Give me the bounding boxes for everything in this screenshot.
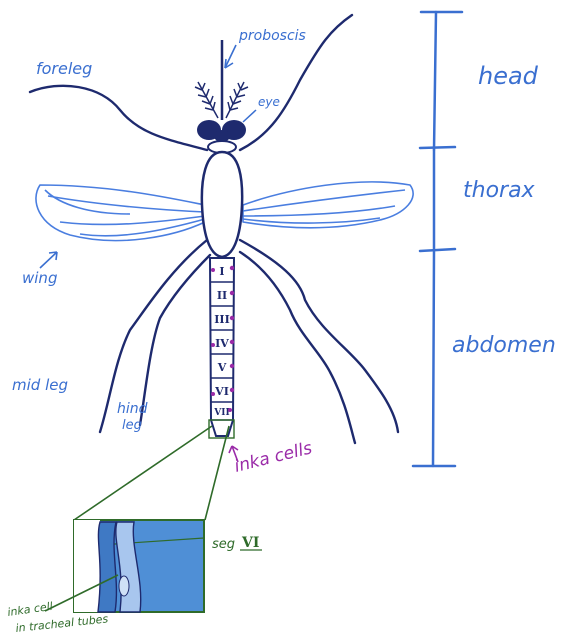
label-mid-leg: mid leg	[12, 376, 68, 394]
thorax	[202, 152, 242, 257]
label-inka-cells: inka cells	[232, 438, 314, 477]
bracket-head-line	[434, 12, 436, 150]
wing-right	[243, 182, 413, 228]
segment-label-4: IV	[215, 337, 229, 350]
abdomen: I II III IV V VI VII	[210, 258, 234, 436]
label-seg-number: VI	[241, 535, 259, 551]
segment-label-1: I	[219, 265, 224, 278]
tracheal-tube-1	[98, 522, 116, 612]
callout-lines	[74, 426, 229, 520]
bracket-head-thorax-tick	[420, 147, 455, 148]
inset-callout	[74, 420, 234, 612]
bracket-thorax-abdomen-tick	[420, 249, 455, 251]
antenna-left	[195, 82, 218, 118]
mid-leg-right	[240, 240, 398, 432]
label-wing: wing	[22, 269, 57, 287]
segment-label-7: VII	[213, 408, 229, 418]
segment-label-5: V	[217, 361, 227, 374]
foreleg-left	[30, 86, 207, 150]
wing-pointer	[40, 252, 57, 268]
hind-leg-left	[140, 255, 210, 425]
label-seg-prefix: seg	[212, 537, 235, 552]
label-proboscis: proboscis	[238, 28, 306, 44]
hind-leg-right	[240, 252, 355, 443]
region-brackets	[413, 12, 462, 466]
inka-cell-in-tube	[119, 576, 129, 596]
wing-left	[36, 185, 205, 241]
label-thorax: thorax	[463, 178, 536, 203]
label-hind-leg-line1: hind	[117, 401, 148, 417]
label-inka-cell-line1: inka cell	[7, 600, 54, 619]
label-eye: eye	[258, 95, 280, 109]
segment-label-2: II	[217, 289, 227, 302]
inset-left-margin	[74, 520, 100, 612]
segment-label-6: VI	[214, 385, 229, 398]
label-foreleg: foreleg	[36, 59, 92, 78]
label-head: head	[478, 62, 539, 90]
antenna-right	[226, 82, 248, 118]
label-hind-leg-line2: leg	[122, 418, 142, 433]
segment-label-3: III	[214, 313, 229, 326]
eye-pointer	[243, 110, 256, 122]
bracket-abdomen-line	[433, 251, 434, 466]
head	[195, 40, 248, 153]
label-abdomen: abdomen	[452, 333, 556, 358]
